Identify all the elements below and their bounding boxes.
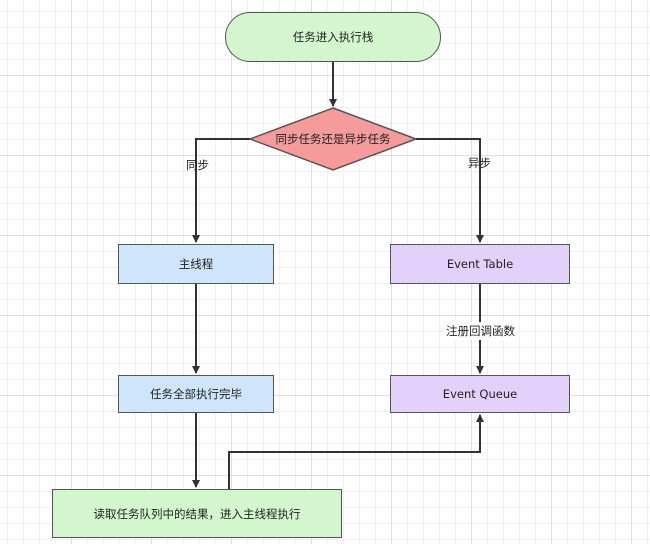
start-node: 任务进入执行栈 xyxy=(225,12,441,62)
event-queue-label: Event Queue xyxy=(442,387,518,401)
read-queue-label: 读取任务队列中的结果，进入主线程执行 xyxy=(93,506,301,521)
main-thread-node: 主线程 xyxy=(118,244,274,284)
event-table-node: Event Table xyxy=(390,244,570,284)
event-queue-node: Event Queue xyxy=(390,375,570,413)
decision-diamond xyxy=(247,107,419,171)
event-table-label: Event Table xyxy=(446,257,514,271)
edge-label-register-callback: 注册回调函数 xyxy=(444,322,517,340)
edge-label-sync: 同步 xyxy=(186,158,209,172)
tasks-done-node: 任务全部执行完毕 xyxy=(118,375,274,413)
edge-read-queue-to-event-queue xyxy=(228,414,484,489)
edge-label-async: 异步 xyxy=(468,156,491,170)
tasks-done-label: 任务全部执行完毕 xyxy=(150,387,242,401)
edge-decision-to-event-table xyxy=(416,138,484,243)
read-queue-node: 读取任务队列中的结果，进入主线程执行 xyxy=(52,489,342,538)
decision-node-label: 同步任务还是异步任务 xyxy=(275,132,391,146)
start-node-label: 任务进入执行栈 xyxy=(292,30,374,44)
edge-decision-to-main-thread xyxy=(192,138,250,243)
main-thread-label: 主线程 xyxy=(178,257,214,271)
